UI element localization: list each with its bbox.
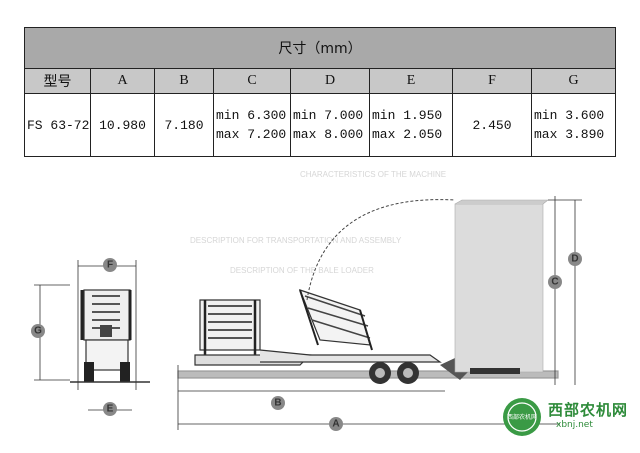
label-c: C <box>551 277 558 288</box>
cell-a: 10.980 <box>90 93 155 157</box>
label-f: F <box>107 260 113 271</box>
cell-g-max: max 3.890 <box>534 127 605 142</box>
cell-c-max: max 7.200 <box>216 127 287 142</box>
table-row: FS 63-72 10.980 7.180 min 6.300 max 7.20… <box>24 93 617 157</box>
label-b: B <box>274 398 281 409</box>
header-d: D <box>290 68 370 94</box>
side-view <box>177 196 582 430</box>
cell-g: min 3.600 max 3.890 <box>530 93 617 157</box>
header-g: G <box>530 68 617 94</box>
dimension-markers: F G E B A C D <box>31 252 582 431</box>
front-view <box>34 260 150 411</box>
site-watermark: 西部农机网 <box>500 395 640 448</box>
ghost-text-2: DESCRIPTION FOR TRANSPORTATION AND ASSEM… <box>190 236 402 245</box>
dimensions-table: 尺寸（mm） 型号 A B C D E F G FS 63-72 10.980 … <box>23 27 617 157</box>
watermark-site-name: 西部农机网 <box>548 401 629 419</box>
header-c: C <box>213 68 291 94</box>
label-e: E <box>107 404 114 415</box>
cell-d: min 7.000 max 8.000 <box>290 93 370 157</box>
cell-c-min: min 6.300 <box>216 108 287 123</box>
header-e: E <box>369 68 453 94</box>
header-a: A <box>90 68 155 94</box>
header-f: F <box>452 68 532 94</box>
cell-f: 2.450 <box>452 93 532 157</box>
cell-d-min: min 7.000 <box>293 108 364 123</box>
cell-d-max: max 8.000 <box>293 127 364 142</box>
header-b: B <box>154 68 214 94</box>
cell-b: 7.180 <box>154 93 214 157</box>
label-g: G <box>34 326 42 337</box>
cell-e-min: min 1.950 <box>372 108 443 123</box>
cell-c: min 6.300 max 7.200 <box>213 93 291 157</box>
ghost-text-1: CHARACTERISTICS OF THE MACHINE <box>300 170 447 179</box>
cell-g-min: min 3.600 <box>534 108 605 123</box>
label-d: D <box>571 254 578 265</box>
table-header-row: 型号 A B C D E F G <box>24 68 617 94</box>
watermark-url: xbnj.net <box>556 420 593 430</box>
cell-e-max: max 2.050 <box>372 127 443 142</box>
table-title: 尺寸（mm） <box>23 27 617 69</box>
watermark-badge-text: 西部农机网 <box>507 413 537 421</box>
cell-e: min 1.950 max 2.050 <box>369 93 453 157</box>
bale-loader-drawing: F G E B A C D <box>31 196 582 431</box>
ghost-text-3: DESCRIPTION OF THE BALE LOADER <box>230 266 374 275</box>
cell-model: FS 63-72 <box>24 93 91 157</box>
label-a: A <box>332 419 339 430</box>
header-model: 型号 <box>24 68 91 94</box>
